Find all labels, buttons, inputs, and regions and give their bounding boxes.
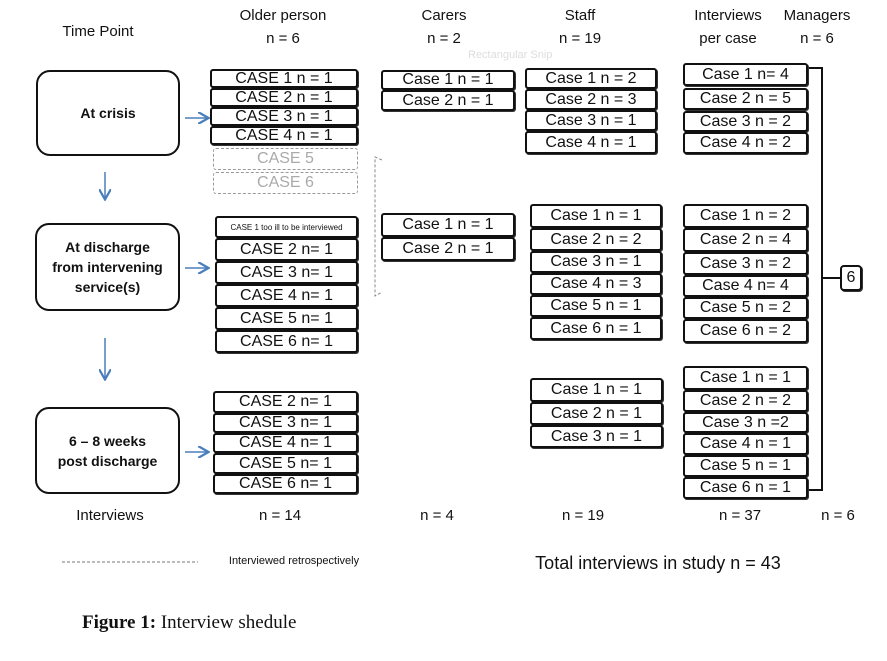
older-person-crisis-case-box: CASE 4 n = 1 [210, 126, 358, 145]
total-managers: n = 6 [821, 507, 855, 524]
older-person-post-case-box: CASE 2 n= 1 [213, 391, 358, 413]
header-staff-n: n = 19 [558, 30, 602, 47]
older-person-post-case-box: CASE 3 n= 1 [213, 413, 358, 433]
header-carers: Carers [421, 7, 467, 24]
staff-post-case-box: Case 1 n = 1 [530, 378, 663, 402]
watermark: Rectangular Snip [468, 49, 553, 61]
interviews-per-case-discharge-case-box: Case 1 n = 2 [683, 204, 808, 228]
header-interviews: Interviews [694, 7, 762, 24]
interviews-per-case-post-case-box: Case 3 n =2 [683, 412, 808, 433]
staff-post-case-box: Case 3 n = 1 [530, 425, 663, 448]
total-older-person: n = 14 [258, 507, 302, 524]
caption-text: Interview shedule [156, 612, 297, 633]
older-person-post-case-box: CASE 6 n= 1 [213, 474, 358, 494]
header-managers: Managers [783, 7, 851, 24]
header-older-person-n: n = 6 [266, 30, 300, 47]
staff-discharge-case-box: Case 3 n = 1 [530, 251, 662, 273]
staff-post-case-box: Case 2 n = 1 [530, 402, 663, 425]
time-point-post-discharge: 6 – 8 weeks post discharge [35, 407, 180, 494]
older-person-discharge-case-box: CASE 6 n= 1 [215, 330, 358, 353]
interviews-per-case-discharge-case-box: Case 4 n= 4 [683, 275, 808, 297]
managers-count-box: 6 [840, 265, 862, 291]
interviews-per-case-crisis-case-box: Case 3 n = 2 [683, 111, 808, 132]
older-person-post-case-box: CASE 5 n= 1 [213, 453, 358, 474]
totals-label: Interviews [76, 507, 144, 524]
interviews-per-case-crisis-case-box: Case 2 n = 5 [683, 88, 808, 110]
carers-crisis-case-box: Case 2 n = 1 [381, 90, 515, 111]
older-person-discharge-case-box: CASE 2 n= 1 [215, 238, 358, 261]
header-older-person: Older person [239, 7, 327, 24]
staff-discharge-case-box: Case 2 n = 2 [530, 228, 662, 251]
header-managers-n: n = 6 [800, 30, 834, 47]
staff-discharge-case-box: Case 5 n = 1 [530, 295, 662, 317]
figure-caption: Figure 1: Interview shedule [82, 612, 296, 634]
total-interviews-per-case: n = 37 [718, 507, 762, 524]
older-person-discharge-case-box: CASE 1 too ill to be interviewed [215, 216, 358, 238]
interviews-per-case-post-case-box: Case 5 n = 1 [683, 455, 808, 477]
total-study: Total interviews in study n = 43 [535, 553, 781, 573]
staff-crisis-case-box: Case 2 n = 3 [525, 89, 657, 110]
older-person-crisis-case-box: CASE 2 n = 1 [210, 88, 358, 107]
older-person-crisis-retrospective-case-box: CASE 5 [213, 148, 358, 170]
interviews-per-case-post-case-box: Case 2 n = 2 [683, 390, 808, 412]
interviews-per-case-crisis-case-box: Case 4 n = 2 [683, 132, 808, 154]
header-time-point: Time Point [62, 23, 134, 40]
carers-discharge-case-box: Case 2 n = 1 [381, 237, 515, 261]
interviews-per-case-discharge-case-box: Case 2 n = 4 [683, 228, 808, 252]
interviews-per-case-crisis-case-box: Case 1 n= 4 [683, 63, 808, 86]
staff-crisis-case-box: Case 1 n = 2 [525, 68, 657, 89]
interviews-per-case-post-case-box: Case 4 n = 1 [683, 433, 808, 455]
header-per-case: per case [699, 30, 757, 47]
older-person-discharge-case-box: CASE 4 n= 1 [215, 284, 358, 307]
staff-crisis-case-box: Case 3 n = 1 [525, 110, 657, 131]
header-staff: Staff [564, 7, 596, 24]
staff-crisis-case-box: Case 4 n = 1 [525, 131, 657, 154]
interviews-per-case-discharge-case-box: Case 6 n = 2 [683, 319, 808, 343]
caption-label: Figure 1: [82, 612, 157, 633]
carers-discharge-case-box: Case 1 n = 1 [381, 213, 515, 237]
interviews-per-case-post-case-box: Case 1 n = 1 [683, 366, 808, 390]
older-person-discharge-case-box: CASE 3 n= 1 [215, 261, 358, 284]
total-staff: n = 19 [561, 507, 605, 524]
older-person-post-case-box: CASE 4 n= 1 [213, 433, 358, 453]
carers-crisis-case-box: Case 1 n = 1 [381, 70, 515, 90]
time-point-discharge: At discharge from intervening service(s) [35, 223, 180, 311]
time-point-crisis: At crisis [36, 70, 180, 156]
interviews-per-case-discharge-case-box: Case 5 n = 2 [683, 297, 808, 319]
interviews-per-case-post-case-box: Case 6 n = 1 [683, 477, 808, 499]
staff-discharge-case-box: Case 6 n = 1 [530, 317, 662, 340]
interviews-per-case-discharge-case-box: Case 3 n = 2 [683, 252, 808, 275]
total-carers: n = 4 [420, 507, 454, 524]
staff-discharge-case-box: Case 1 n = 1 [530, 204, 662, 228]
header-carers-n: n = 2 [427, 30, 461, 47]
retrospective-dashed-line [374, 156, 383, 297]
older-person-crisis-case-box: CASE 3 n = 1 [210, 107, 358, 126]
older-person-crisis-retrospective-case-box: CASE 6 [213, 172, 358, 194]
older-person-crisis-case-box: CASE 1 n = 1 [210, 69, 358, 88]
older-person-discharge-case-box: CASE 5 n= 1 [215, 307, 358, 330]
managers-bracket [808, 67, 840, 491]
staff-discharge-case-box: Case 4 n = 3 [530, 273, 662, 295]
legend-label: Interviewed retrospectively [228, 555, 360, 567]
